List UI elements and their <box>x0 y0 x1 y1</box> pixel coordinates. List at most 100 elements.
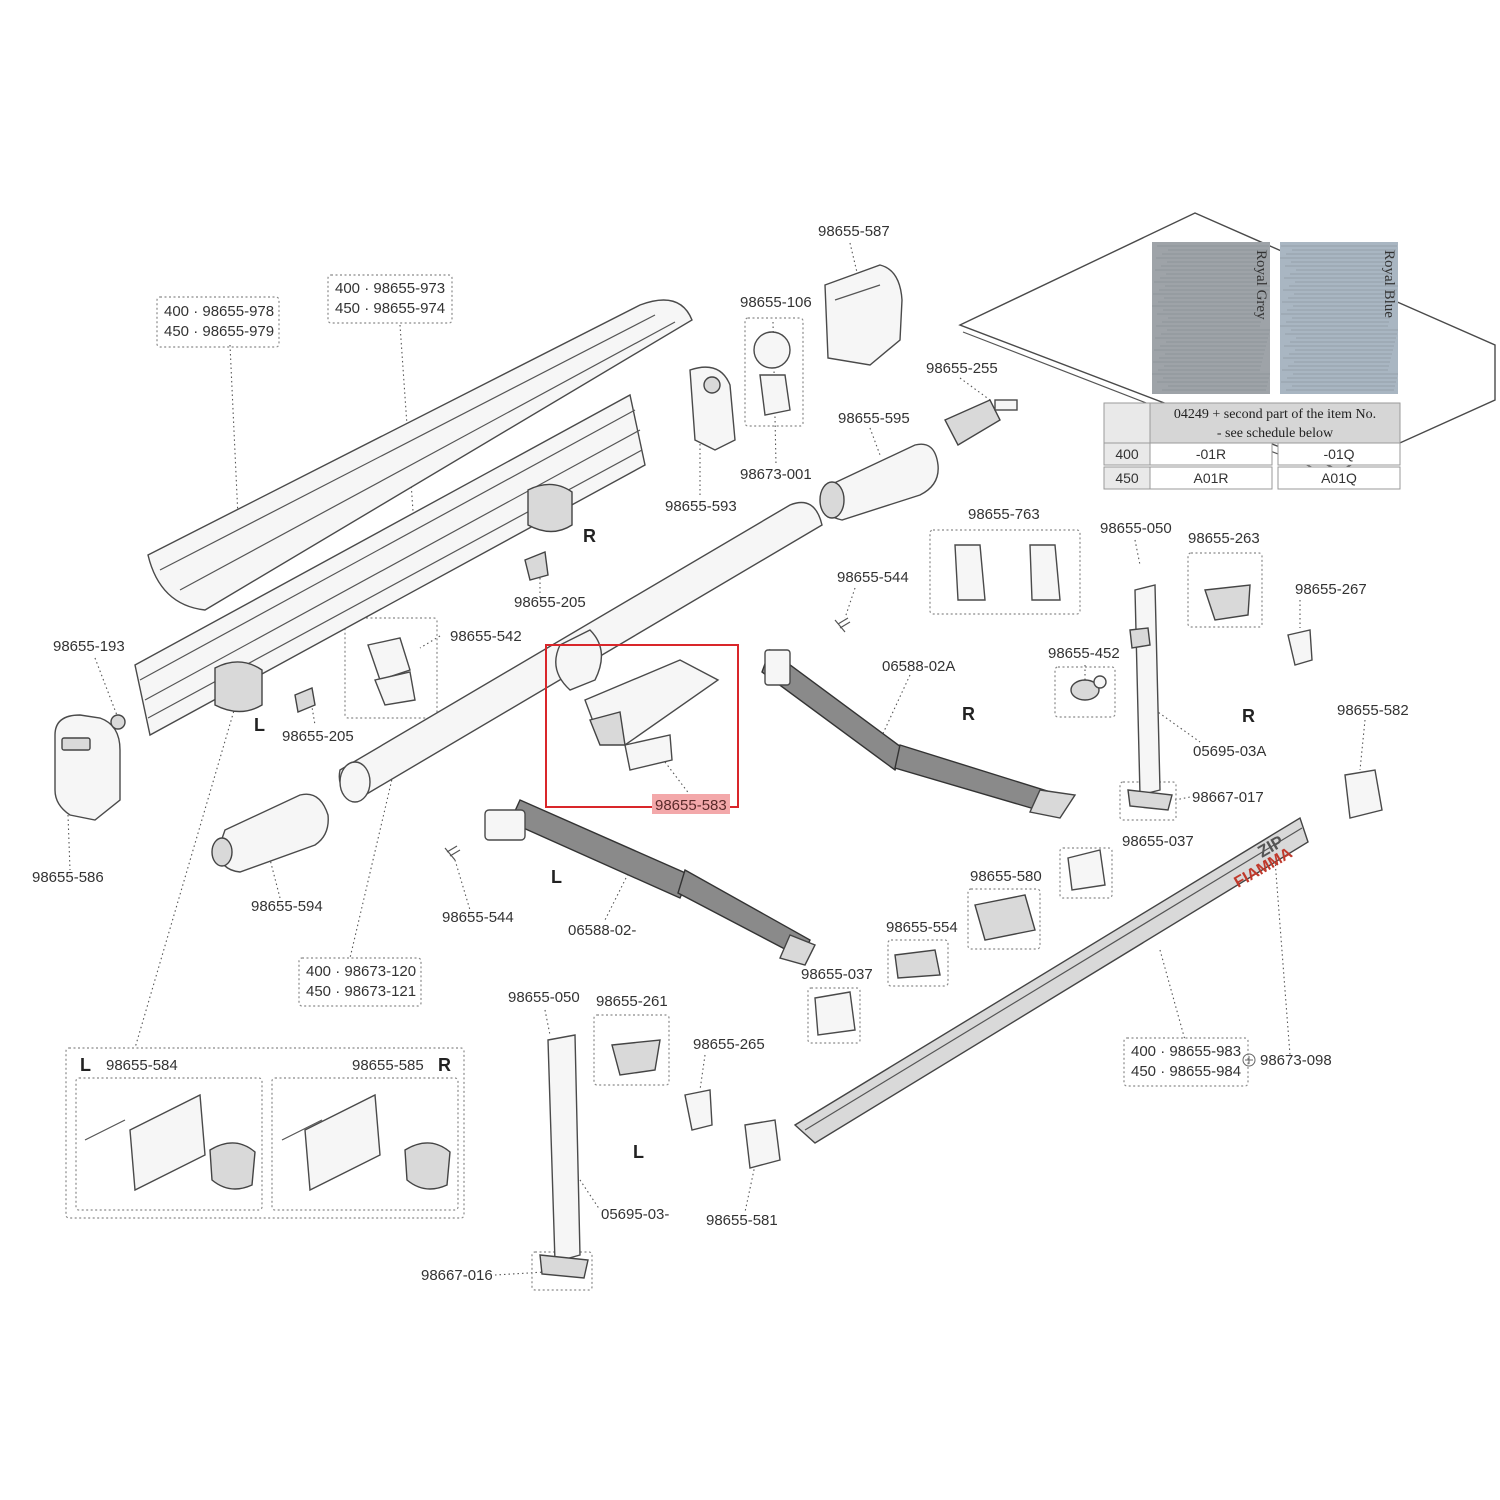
misc-small-parts <box>814 849 1106 1036</box>
label-05695-03A: 05695-03A <box>1193 743 1266 760</box>
table-row-400-blue: -01Q <box>1323 446 1354 462</box>
box-98655-554 <box>887 939 949 987</box>
label-98655-255: 98655-255 <box>926 360 998 377</box>
end-housing-right <box>824 264 903 366</box>
label-06588-02: 06588-02- <box>568 922 636 939</box>
part-labels: 98655-587 98655-106 98655-255 98655-595 … <box>32 223 1409 1284</box>
leader-lines <box>67 242 1366 1276</box>
awning-case <box>134 393 646 737</box>
box-kit-left <box>75 1077 263 1211</box>
label-98673-098: 98673-098 <box>1260 1052 1332 1069</box>
label-case-450: 450 · 98655-974 <box>335 300 445 317</box>
table-row-450-grey: A01R <box>1193 470 1228 486</box>
table-corner <box>1103 402 1151 444</box>
label-98655-583: 98655-583 <box>655 797 727 814</box>
kit-left-parts <box>84 1093 256 1192</box>
side-mark-l-case: L <box>254 715 265 735</box>
table-row-450-size: 450 <box>1115 470 1139 486</box>
table-row-450-blue-cell <box>1277 466 1401 490</box>
label-98655-106: 98655-106 <box>740 294 812 311</box>
side-mark-r-arm: R <box>962 704 975 724</box>
side-mark-kit-r: R <box>438 1055 451 1075</box>
box-98655-106 <box>744 317 804 427</box>
table-row-400-blue-cell <box>1277 442 1401 466</box>
label-roller-450: 450 · 98673-121 <box>306 983 416 1000</box>
plus-sign <box>1245 1056 1253 1064</box>
label-98655-544-top: 98655-544 <box>837 569 909 586</box>
highlight-frame-98655-583 <box>545 644 739 808</box>
fabric-options: Royal Grey Royal Blue 04249 + second par… <box>1103 242 1401 490</box>
table-header-line2: - see schedule below <box>1217 426 1334 441</box>
table-header-line1: 04249 + second part of the item No. <box>1174 407 1376 422</box>
tension-plug <box>944 399 1018 446</box>
box-case-label <box>327 274 453 324</box>
side-mark-kit-l: L <box>80 1055 91 1075</box>
leg-bracket <box>611 584 1251 1076</box>
side-mark-r-case: R <box>583 526 596 546</box>
roller-tube <box>338 501 823 803</box>
leg-right <box>1127 584 1173 811</box>
box-kit-right <box>271 1077 459 1211</box>
label-98655-265: 98655-265 <box>693 1036 765 1053</box>
label-front-cover-450: 450 · 98655-979 <box>164 323 274 340</box>
label-98655-205-top: 98655-205 <box>514 594 586 611</box>
box-front-cover-label <box>156 296 280 348</box>
box-98655-452 <box>1054 666 1116 718</box>
table-row-400-grey-cell <box>1149 442 1273 466</box>
group-boxes <box>65 274 1263 1291</box>
label-roller-400: 400 · 98673-120 <box>306 963 416 980</box>
box-front-bar-label <box>1123 1037 1249 1087</box>
label-98655-580: 98655-580 <box>970 868 1042 885</box>
front-cover <box>147 299 693 611</box>
end-cap-left <box>54 714 126 821</box>
label-front-bar-450: 450 · 98655-984 <box>1131 1063 1241 1080</box>
roller-spring-end <box>819 443 939 521</box>
label-98655-586: 98655-586 <box>32 869 104 886</box>
label-98655-595: 98655-595 <box>838 410 910 427</box>
label-98655-544-bottom: 98655-544 <box>442 909 514 926</box>
arm-pivot-pieces <box>954 544 1061 601</box>
lock-knob <box>684 629 1313 1131</box>
crank-bracket <box>689 366 736 451</box>
swatch-label-grey: Royal Grey <box>1253 250 1269 320</box>
label-98655-542: 98655-542 <box>450 628 522 645</box>
label-98655-554: 98655-554 <box>886 919 958 936</box>
table-row-400-grey: -01R <box>1196 446 1226 462</box>
label-98655-582: 98655-582 <box>1337 702 1409 719</box>
box-98655-580 <box>967 888 1041 950</box>
label-98655-050-top: 98655-050 <box>1100 520 1172 537</box>
box-98655-037-top <box>1059 847 1113 899</box>
highlighted-slide-part <box>584 659 720 771</box>
swatch-royal-grey <box>1152 242 1270 394</box>
label-kit-right: 98655-585 <box>352 1057 424 1074</box>
front-bar-end-caps <box>744 769 1383 1169</box>
label-98655-205-bottom: 98655-205 <box>282 728 354 745</box>
label-98655-593: 98655-593 <box>665 498 737 515</box>
label-98655-267: 98655-267 <box>1295 581 1367 598</box>
label-98655-263: 98655-263 <box>1188 530 1260 547</box>
leg-left <box>539 1034 589 1279</box>
table-row-450-blue: A01Q <box>1321 470 1357 486</box>
small-knob <box>1070 675 1107 701</box>
label-98655-050-bottom: 98655-050 <box>508 989 580 1006</box>
label-98655-193: 98655-193 <box>53 638 125 655</box>
box-98655-037-bottom <box>807 987 861 1044</box>
label-05695-03: 05695-03- <box>601 1206 669 1223</box>
box-98655-763 <box>929 529 1081 615</box>
swatch-label-blue: Royal Blue <box>1381 250 1397 318</box>
label-98673-001: 98673-001 <box>740 466 812 483</box>
gear-housing <box>753 331 791 416</box>
label-98667-016: 98667-016 <box>421 1267 493 1284</box>
box-kit-outer <box>65 1047 465 1219</box>
table-row-450-grey-cell <box>1149 466 1273 490</box>
label-98655-037-top: 98655-037 <box>1122 833 1194 850</box>
box-98655-261 <box>593 1014 670 1086</box>
side-mark-l-leg: L <box>633 1142 644 1162</box>
label-front-cover-400: 400 · 98655-978 <box>164 303 274 320</box>
box-roller-label <box>298 957 422 1007</box>
arm-left <box>484 799 816 966</box>
label-98655-452: 98655-452 <box>1048 645 1120 662</box>
roller-end <box>211 793 329 873</box>
